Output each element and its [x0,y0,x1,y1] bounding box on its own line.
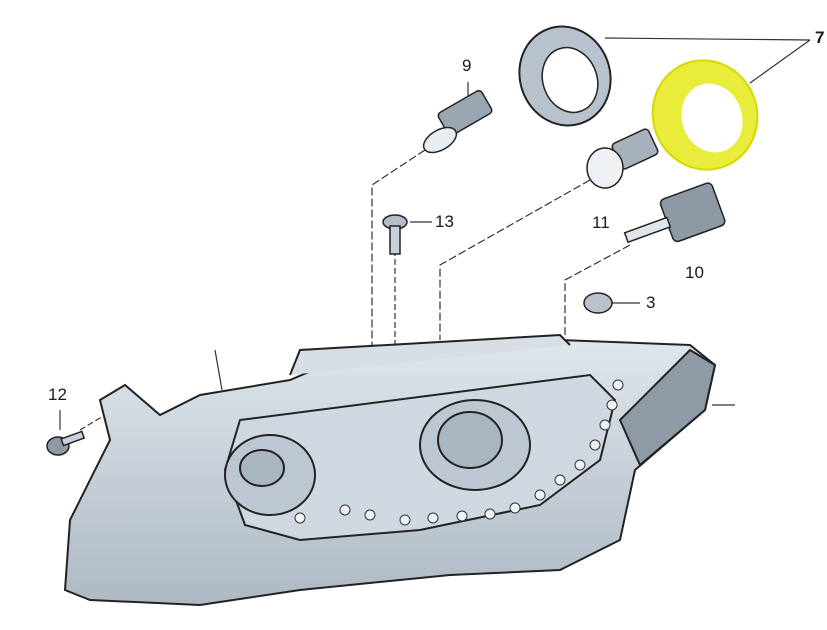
screw-12 [46,430,86,456]
led-daytime-running-lights [294,379,624,526]
callout-label-7: 7 [815,28,825,47]
signal-bulb [586,128,659,189]
callout-label-3: 3 [646,293,656,312]
callout-label-10: 10 [685,263,704,282]
seal-ring-highlighted [651,59,759,171]
h7-bulb [422,89,493,154]
leader-lines [59,37,811,431]
seal-ring-grey [518,25,612,127]
cap-3 [583,292,613,314]
xenon-bulb [623,182,726,244]
callout-label-12: 12 [48,385,67,404]
callout-label-11: 11 [592,213,610,232]
callout-label-9: 9 [462,56,472,75]
headlight-housing [63,333,717,607]
callout-label-13: 13 [435,212,454,231]
screw-13 [382,214,408,255]
